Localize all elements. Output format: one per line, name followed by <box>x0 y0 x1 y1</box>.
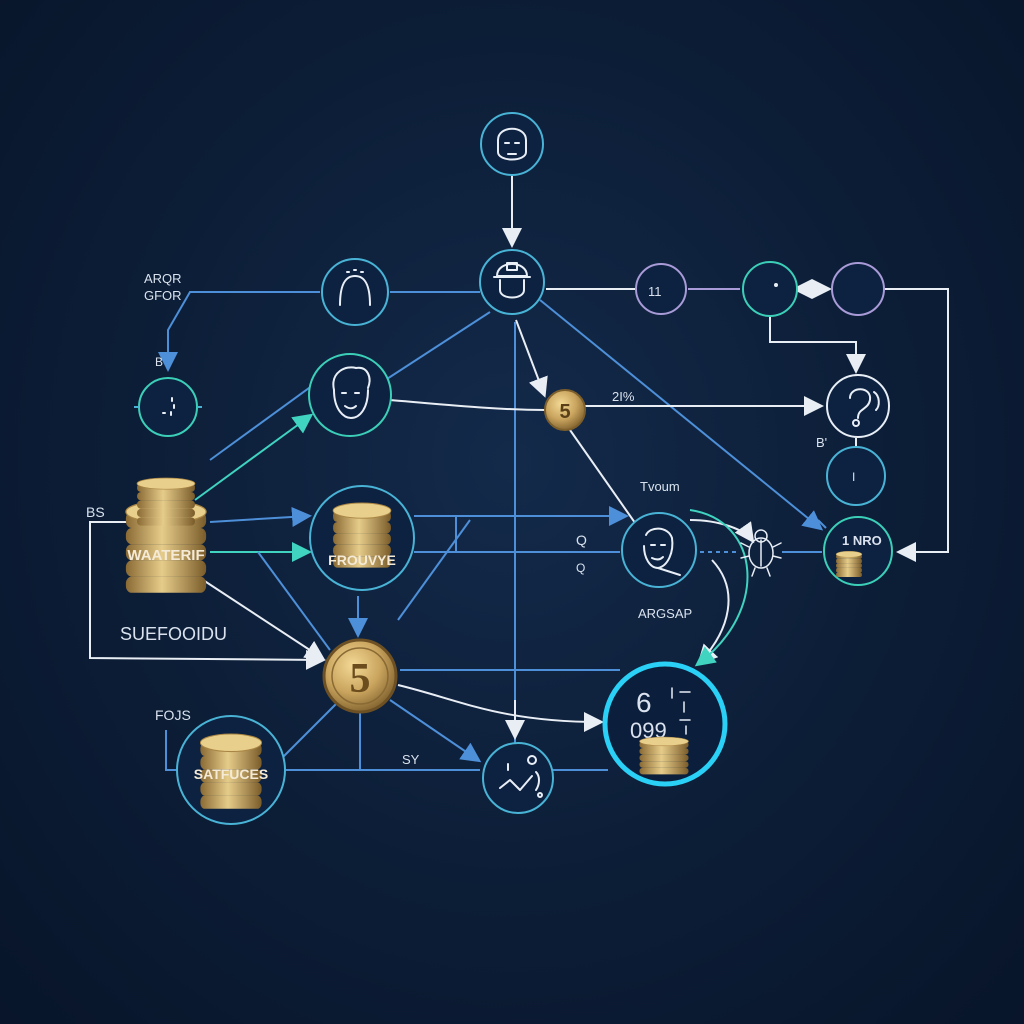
edges <box>89 175 949 771</box>
node-face-center[interactable] <box>621 512 697 588</box>
edge-right-coins <box>882 288 949 562</box>
node-face-left[interactable] <box>308 353 392 437</box>
edge-helmet-face <box>369 311 491 391</box>
label-top-left-2: GFOR <box>144 288 182 303</box>
edge-helmet-coin5 <box>515 319 548 398</box>
edge-diag-mid <box>257 551 331 651</box>
worker-helmet-icon <box>493 262 531 299</box>
node-11-label: 11 <box>648 284 662 299</box>
edge-fojs <box>165 730 178 771</box>
satfuces-label: SATFUCES <box>194 766 268 782</box>
edge-loop-left <box>89 521 326 670</box>
coin-stack-left[interactable]: WAATERIF <box>125 477 207 594</box>
status-ticks-icon <box>162 397 175 416</box>
edge-coins-face <box>194 413 314 501</box>
node-helmet-worker[interactable] <box>479 249 545 315</box>
edge-coin5-big <box>397 684 604 732</box>
label-bs: BS <box>86 504 105 520</box>
face-portrait-icon <box>643 527 681 576</box>
data-marks-icon <box>671 687 691 735</box>
right-small-label: I <box>852 470 855 484</box>
bug-icon <box>740 529 782 577</box>
user-outline-icon <box>339 269 371 306</box>
label-small-b: B <box>155 355 163 369</box>
node-far-right[interactable] <box>831 262 885 316</box>
label-suefooidu: SUEFOOIDU <box>120 624 227 644</box>
edge-coins-frouvye <box>209 506 312 527</box>
coins-left-label: WAATERIF <box>127 547 204 564</box>
node-right-narrow[interactable]: I <box>826 446 886 506</box>
edge-face2-big-teal <box>689 509 749 667</box>
coin-small-label: 5 <box>559 401 570 423</box>
edge-coin5-activity <box>389 699 482 763</box>
edge-face2-big <box>697 559 730 665</box>
edge-coin5-satfuces <box>279 699 341 761</box>
edge-helmet-coinsright <box>539 299 824 531</box>
node-ear[interactable] <box>826 374 890 438</box>
edge-tick <box>817 519 827 529</box>
node-satfuces[interactable]: SATFUCES <box>176 715 286 825</box>
node-big-highlight[interactable]: 6 099 <box>602 661 728 787</box>
node-coin-small[interactable]: 5 <box>544 389 586 431</box>
label-pct: 2I% <box>612 389 635 404</box>
label-fojs: FOJS <box>155 707 191 723</box>
edge-coins-up <box>209 379 321 461</box>
node-frouvye[interactable]: FROUVYE <box>309 485 415 591</box>
label-sy: SY <box>402 752 420 767</box>
node-activity[interactable] <box>482 742 554 814</box>
node-coin-five[interactable]: 5 <box>322 638 398 714</box>
edge-face2-bug <box>689 519 755 544</box>
edge-coins-coin5 <box>199 577 326 661</box>
face-portrait-icon <box>332 366 371 419</box>
right-coins-label: 1 NRO <box>842 533 882 548</box>
node-user-outline[interactable] <box>321 258 389 326</box>
node-left-small[interactable] <box>134 377 202 437</box>
node-mid-right[interactable] <box>742 261 798 317</box>
label-argsap: ARGSAP <box>638 606 692 621</box>
frouvye-label: FROUVYE <box>328 552 396 568</box>
label-b3: B' <box>816 435 827 450</box>
edge-face-coin <box>389 399 546 411</box>
edge-coin5-up <box>397 519 471 621</box>
node-right-coins[interactable]: 1 NRO <box>823 516 893 586</box>
edge-mid-ear <box>769 312 866 374</box>
activity-icon <box>499 755 543 798</box>
node-bug[interactable] <box>740 529 782 577</box>
big-node-text-1: 6 <box>636 687 652 718</box>
node-11[interactable]: 11 <box>635 263 687 315</box>
label-top-left-1: ARQR <box>144 271 182 286</box>
ear-icon <box>849 388 880 427</box>
label-q-lower: Q <box>576 561 585 575</box>
person-face-icon <box>497 127 527 161</box>
coin-five-label: 5 <box>350 656 371 702</box>
node-top-person[interactable] <box>480 112 544 176</box>
edge-user-leftnode <box>158 291 320 372</box>
label-q-upper: Q <box>576 532 587 548</box>
label-tvoum: Tvoum <box>640 479 680 494</box>
